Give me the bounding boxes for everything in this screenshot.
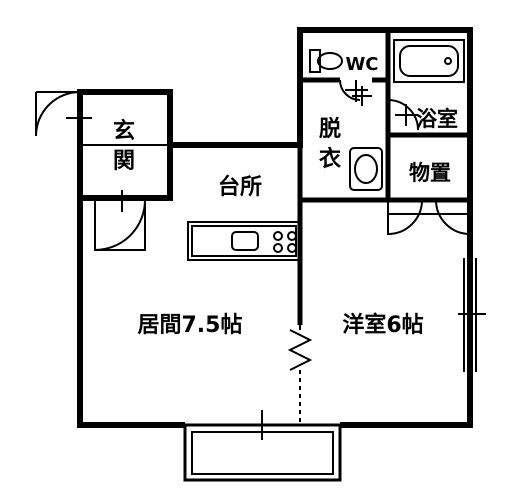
bathtub xyxy=(387,39,465,131)
room-label-genkan-1: 玄 xyxy=(113,118,135,144)
balcony xyxy=(183,410,342,482)
storage-doors xyxy=(387,199,471,236)
room-label-genkan-2: 関 xyxy=(113,149,135,174)
outer-walls xyxy=(77,27,473,428)
room-label-storage: 物置 xyxy=(409,161,451,185)
room-label-datsui-1: 脱 xyxy=(319,117,341,142)
datsui-door xyxy=(352,86,372,106)
right-window xyxy=(458,258,486,372)
room-label-living: 居間7.5帖 xyxy=(138,313,243,338)
room-label-bath: 浴室 xyxy=(416,107,458,131)
partition xyxy=(287,325,313,425)
genkan-details xyxy=(35,91,170,252)
room-label-wc: WC xyxy=(345,54,378,75)
interior-walls xyxy=(297,30,470,325)
toilet-fixture xyxy=(309,49,368,102)
room-label-yoshitsu: 洋室6帖 xyxy=(342,312,423,338)
kitchen-counter xyxy=(187,221,301,261)
room-label-kitchen: 台所 xyxy=(218,174,262,200)
washing-machine xyxy=(349,147,383,191)
room-label-datsui-2: 衣 xyxy=(319,146,341,172)
